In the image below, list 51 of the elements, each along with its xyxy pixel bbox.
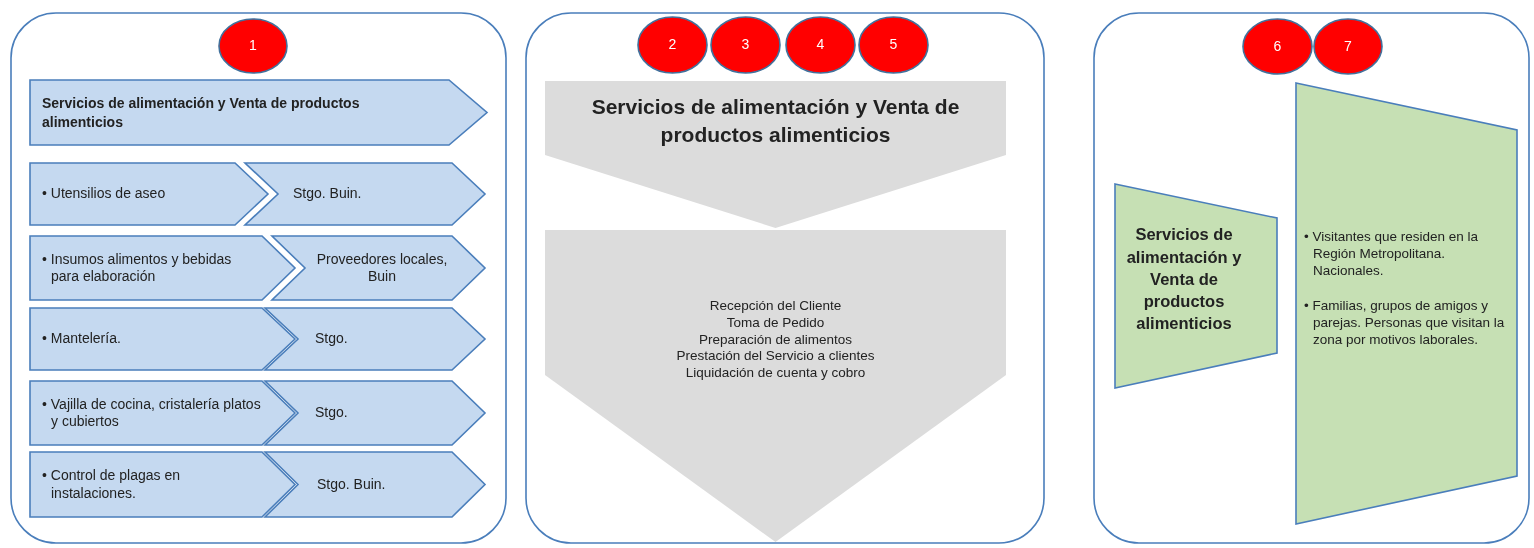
circle-number: 1 [248,37,258,55]
shape-label: Stgo. [315,330,349,348]
panel-card [10,12,507,544]
chevron-box [30,236,295,300]
chevron-box [30,163,268,225]
number-circle [710,16,781,74]
bullet-item: • Visitantes que residen en la Región Metropolitana. Nacionales. [1304,229,1480,280]
chevron-box [30,80,487,145]
circle-number: 3 [740,36,751,54]
chevron-box [265,381,485,445]
down-arrow-shape [545,81,1006,228]
number-circle [785,16,856,74]
circle-number: 4 [815,36,826,54]
circle-number: 5 [888,36,899,54]
chevron-box [30,452,295,517]
panel-card [1093,12,1530,544]
number-circle [637,16,708,74]
shape-label: Preparación de alimentos [697,331,854,349]
chevron-box [265,308,485,370]
shape-label: Stgo. Buin. [293,185,363,203]
bullet-item: • Control de plagas en instalaciones. [42,467,181,502]
bullet-item: • Familias, grupos de amigos y parejas. Personas que visitan la zona por motivos laborales. [1304,298,1506,349]
bullet-item: • Utensilios de aseo [42,185,167,203]
shape-label: Stgo. [315,404,349,422]
down-arrow-shape [545,230,1006,542]
chevron-box [30,381,295,445]
shape-label: Proveedores locales, Buin [315,250,449,286]
shape-label: Liquidación de cuenta y cobro [684,365,867,383]
shape-label: Prestación del Servicio a clientes [675,348,876,366]
bullet-item: • Vajilla de cocina, cristalería platos y cubiertos [42,395,262,431]
chevron-box [245,163,485,225]
chevron-box [30,308,295,370]
trapezoid-shape [1115,184,1277,388]
circle-number: 2 [667,36,678,54]
shape-label: Toma de Pedido [725,314,826,332]
chevron-box [272,236,485,300]
number-circle [218,18,288,74]
number-circle [1242,18,1313,75]
shape-label: Servicios de alimentación y Venta de productos alimenticios [42,93,361,132]
shape-label: Recepción del Cliente [708,297,843,315]
number-circle [858,16,929,74]
chevron-box [265,452,485,517]
shape-label: Servicios de alimentación y Venta de productos alimenticios [1125,224,1243,335]
circle-number: 6 [1272,37,1283,56]
circle-number: 7 [1343,37,1353,56]
number-circle [1313,18,1383,75]
bullet-item: • Insumos alimentos y bebidas para elaboración [42,250,233,286]
bullet-item: • Mantelería. [42,330,122,348]
shape-label: Servicios de alimentación y Venta de productos alimenticios [590,93,961,148]
shape-label: Stgo. Buin. [317,475,387,494]
panel-card [525,12,1045,544]
